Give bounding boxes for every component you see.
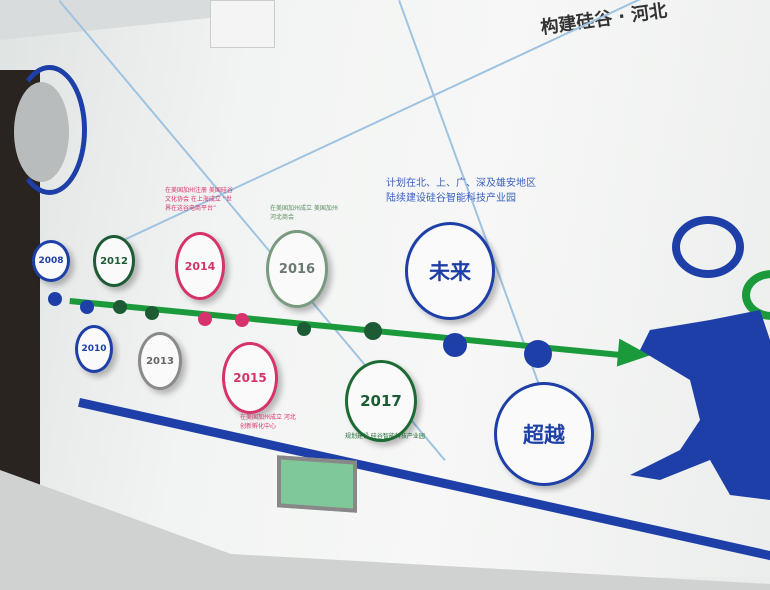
- note-2014: 在美国加州注册 美国硅谷文化协会 在上海成立 “世界在这谷电商平台”: [165, 187, 233, 212]
- milestone-2015: 2015: [222, 342, 278, 414]
- milestone-future: 未来: [405, 222, 495, 320]
- timeline-dot: [113, 300, 127, 314]
- note-2016: 在美国加州成立 美国加州河北商会: [270, 205, 338, 221]
- timeline-dot: [297, 322, 311, 336]
- wall: [0, 0, 770, 577]
- milestone-2010: 2010: [75, 325, 113, 373]
- milestone-2008: 2008: [32, 240, 70, 282]
- note-future: 计划在北、上、广、深及雄安地区陆续建设硅谷智能科技产业园: [386, 178, 536, 204]
- timeline-dot: [198, 312, 212, 326]
- note-2015: 在美国加州成立 河北创新孵化中心: [240, 414, 296, 430]
- timeline-dot: [443, 333, 467, 357]
- milestone-2014: 2014: [175, 232, 225, 300]
- milestone-beyond: 超越: [494, 382, 594, 486]
- timeline-dot: [48, 292, 62, 306]
- milestone-2017: 2017: [345, 360, 417, 442]
- floor-light: [277, 455, 357, 513]
- timeline-dot: [524, 340, 552, 368]
- athlete-silhouette-icon: [630, 310, 770, 500]
- olympic-ring-icon: [672, 216, 744, 278]
- timeline-dot: [235, 313, 249, 327]
- note-2017: 规划建设 硅谷智能科技产业园: [345, 433, 425, 440]
- milestone-2016: 2016: [266, 230, 328, 308]
- timeline-dot: [145, 306, 159, 320]
- timeline-dot: [80, 300, 94, 314]
- wall-switch-box: [210, 0, 275, 48]
- timeline-dot: [364, 322, 382, 340]
- ring-decoration: [12, 65, 87, 195]
- disc-decoration: [14, 82, 69, 182]
- milestone-2012: 2012: [93, 235, 135, 287]
- milestone-2013: 2013: [138, 332, 182, 390]
